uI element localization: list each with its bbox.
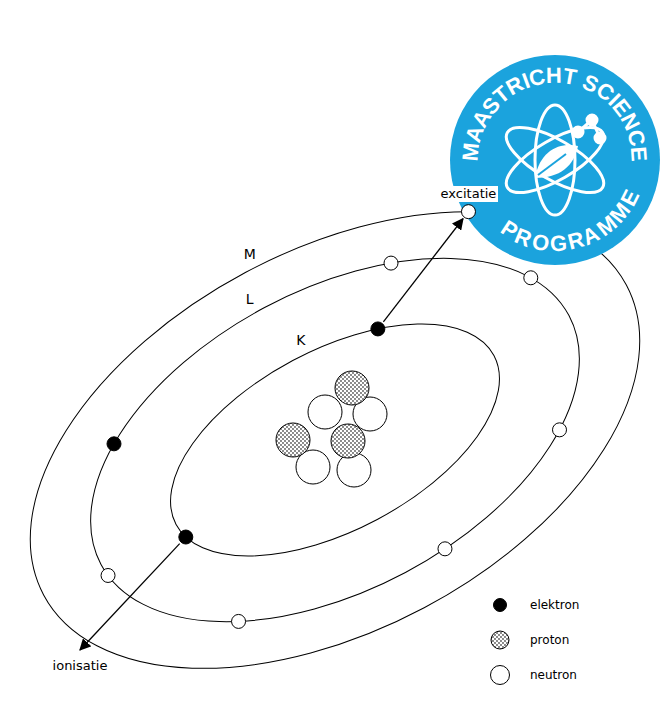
logo-wordmark: PROGRAMME	[450, 55, 660, 265]
logo-molecule	[573, 115, 605, 143]
electron-dot	[371, 322, 385, 336]
logo-letter: C	[527, 65, 547, 90]
empty-place-dot	[101, 568, 115, 582]
logo-letter: O	[530, 230, 551, 255]
transition-arrow	[80, 544, 180, 650]
empty-place-dot	[232, 614, 246, 628]
empty-place-dot	[553, 423, 567, 437]
neutron-symbol	[308, 395, 342, 429]
shell-orbit	[134, 276, 536, 604]
shell-letter: M	[244, 246, 256, 263]
legend-proton-sample	[491, 631, 509, 649]
electron-dot	[179, 530, 193, 544]
logo-letter: E	[627, 146, 650, 162]
electron-dot	[107, 437, 121, 451]
legend-swatch	[493, 598, 507, 612]
proton-symbol	[335, 371, 369, 405]
proton-symbol	[276, 423, 310, 457]
legend-label: neutron	[530, 668, 577, 682]
logo-orbits	[497, 105, 612, 215]
logo-disc	[450, 55, 660, 265]
process-label: excitatie	[439, 186, 499, 202]
empty-place-dot	[384, 256, 398, 270]
logo-letter: M	[460, 142, 484, 162]
empty-place-dot	[524, 271, 538, 285]
legend-swatch	[490, 665, 510, 685]
shell-letter: K	[296, 332, 305, 349]
logo-letter: G	[549, 233, 567, 256]
empty-place-dot	[461, 205, 475, 219]
logo-leaf	[535, 145, 578, 178]
process-label: ionisatie	[51, 658, 110, 674]
transition-arrow	[383, 219, 463, 322]
empty-place-dot	[438, 542, 452, 556]
proton-symbol	[331, 424, 365, 458]
logo-letter: H	[546, 65, 562, 87]
neutron-symbol	[337, 453, 371, 487]
shell-letter: L	[246, 291, 254, 308]
logo-letter: T	[561, 65, 578, 89]
legend-label: elektron	[530, 598, 579, 612]
legend-label: proton	[530, 633, 569, 647]
